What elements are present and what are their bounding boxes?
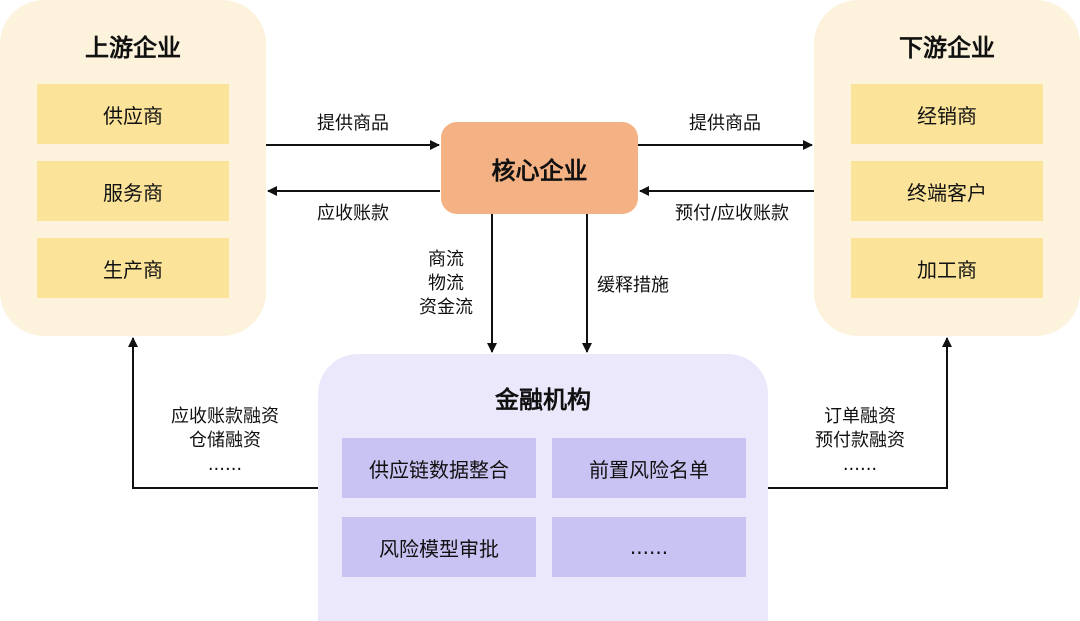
upstream-item-service-provider: 服务商: [37, 161, 229, 221]
label-order-financing: 订单融资: [824, 406, 896, 427]
upstream-item-supplier: 供应商: [37, 84, 229, 144]
label-commercial-flow: 商流: [428, 249, 464, 270]
financial-item-risk-list: 前置风险名单: [552, 438, 746, 498]
downstream-title: 下游企业: [899, 34, 995, 62]
label-prepayment-financing: 预付款融资: [815, 430, 905, 451]
upstream-panel: 上游企业 供应商 服务商 生产商: [0, 0, 266, 336]
arrow-financial-to-downstream: [768, 337, 952, 489]
label-warehouse-financing: 仓储融资: [189, 430, 261, 451]
financial-item-data-integration: 供应链数据整合: [342, 438, 536, 498]
label-flows-stack: 商流 物流 资金流: [406, 248, 486, 320]
label-logistics-flow: 物流: [428, 273, 464, 294]
label-upstream-supply: 提供商品: [317, 113, 389, 134]
financial-institution-panel: 金融机构 供应链数据整合 前置风险名单 风险模型审批 ......: [318, 354, 768, 621]
upstream-item-manufacturer: 生产商: [37, 238, 229, 298]
financial-item-risk-model: 风险模型审批: [342, 517, 536, 577]
upstream-title: 上游企业: [85, 34, 181, 62]
label-upstream-financing: 应收账款融资 仓储融资 ......: [150, 405, 300, 477]
label-downstream-financing: 订单融资 预付款融资 ......: [790, 405, 930, 477]
label-downstream-more: ......: [842, 454, 878, 475]
label-downstream-supply: 提供商品: [689, 113, 761, 134]
label-capital-flow: 资金流: [419, 297, 473, 318]
financial-item-more: ......: [552, 517, 746, 577]
label-prepay-receivables: 预付/应收账款: [674, 203, 790, 224]
label-receivable-financing: 应收账款融资: [171, 406, 279, 427]
label-upstream-more: ......: [207, 454, 243, 475]
arrow-financial-to-upstream: [128, 337, 318, 489]
downstream-item-distributor: 经销商: [851, 84, 1043, 144]
downstream-item-processor: 加工商: [851, 238, 1043, 298]
label-receivables-upstream: 应收账款: [317, 203, 389, 224]
label-mitigation: 缓释措施: [597, 275, 669, 296]
financial-title: 金融机构: [495, 386, 591, 414]
downstream-panel: 下游企业 经销商 终端客户 加工商: [814, 0, 1080, 336]
downstream-item-end-customer: 终端客户: [851, 161, 1043, 221]
core-enterprise-box: 核心企业: [441, 122, 638, 214]
